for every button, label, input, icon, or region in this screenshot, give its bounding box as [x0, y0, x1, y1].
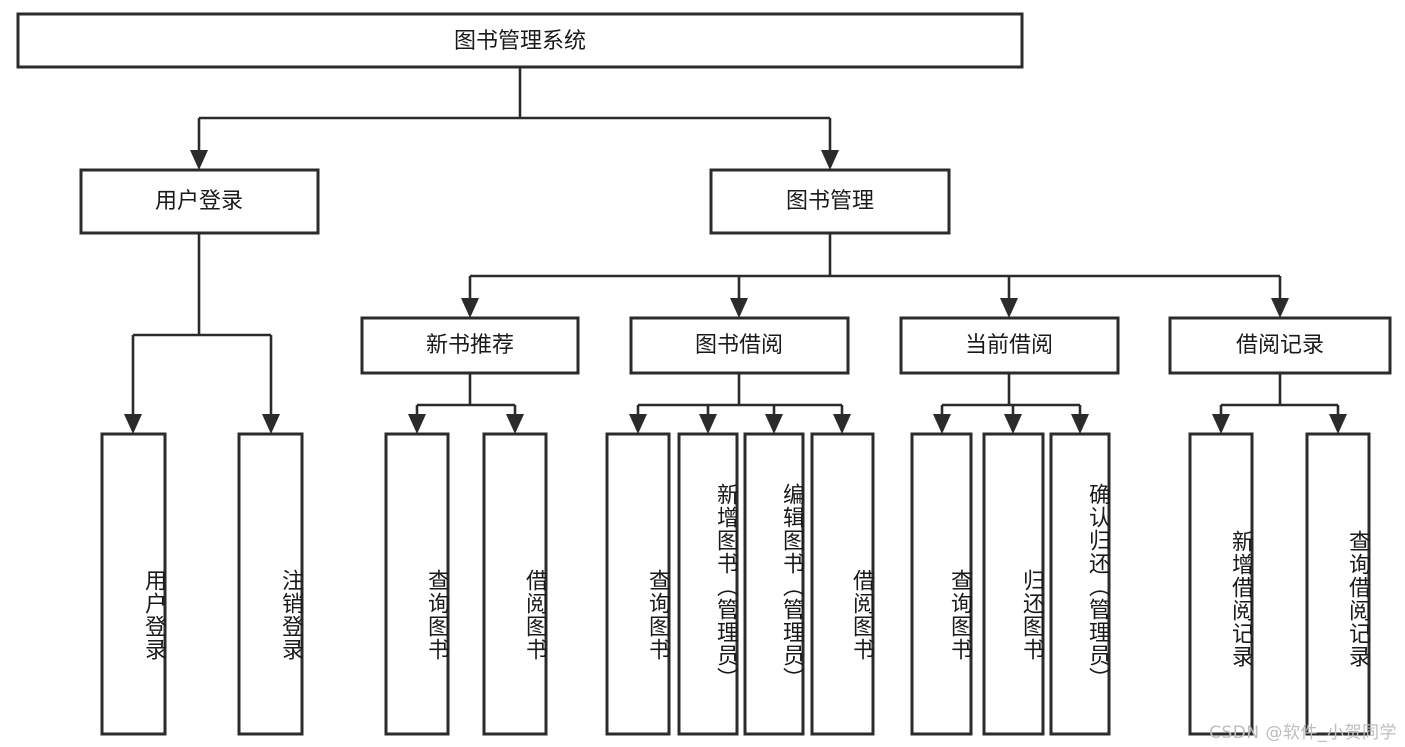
arrow-cb-leaf-3: [1071, 414, 1089, 434]
leaf-box-query-book-bb[interactable]: [605, 432, 671, 736]
arrow-bb-leaf-3: [765, 414, 783, 434]
arrow-to-book-mgmt: [821, 150, 839, 170]
node-layer: 图书管理系统 用户登录 图书管理 新书推荐 图书借阅 当前: [16, 12, 1392, 736]
node-root-system[interactable]: 图书管理系统: [16, 12, 1024, 69]
leaf-box-add-book-admin[interactable]: [677, 432, 739, 736]
node-new-book-recommend-label: 新书推荐: [426, 333, 514, 358]
node-user-login-box[interactable]: [79, 168, 320, 235]
node-book-management-box[interactable]: [709, 168, 951, 235]
arrow-nbr-leaf-1: [408, 414, 426, 434]
leaf-box-edit-book-admin[interactable]: [743, 432, 805, 736]
csdn-watermark: CSDN @软件_小贺同学: [1209, 723, 1397, 743]
leaf-box-user-login[interactable]: [100, 432, 167, 736]
leaf-box-borrow-book-nbr[interactable]: [482, 432, 548, 736]
arrow-cb-leaf-2: [1004, 414, 1022, 434]
node-current-borrow[interactable]: 当前借阅: [899, 316, 1120, 375]
node-new-book-recommend-box[interactable]: [360, 316, 580, 375]
arrow-borrow-record: [1271, 298, 1289, 318]
node-user-login[interactable]: 用户登录: [79, 168, 320, 235]
node-borrow-record[interactable]: 借阅记录: [1168, 316, 1392, 375]
node-book-borrow[interactable]: 图书借阅: [629, 316, 850, 375]
arrow-bb-leaf-2: [699, 414, 717, 434]
node-current-borrow-box[interactable]: [899, 316, 1120, 375]
arrow-br-leaf-1: [1212, 414, 1230, 434]
arrow-bb-leaf-4: [833, 414, 851, 434]
leaf-box-query-book-nbr[interactable]: [384, 432, 450, 736]
node-book-management-label: 图书管理: [786, 189, 874, 214]
connector-layer: [124, 67, 1347, 434]
arrow-leaf-user-login: [124, 414, 142, 434]
arrow-new-book-rec: [461, 298, 479, 318]
arrow-bb-leaf-1: [629, 414, 647, 434]
arrow-to-user-login: [190, 150, 208, 170]
node-book-borrow-label: 图书借阅: [695, 333, 783, 358]
leaf-box-query-book-cb[interactable]: [910, 432, 973, 736]
node-root-system-box[interactable]: [16, 12, 1024, 69]
arrow-br-leaf-2: [1329, 414, 1347, 434]
arrow-cb-leaf-1: [933, 414, 951, 434]
node-root-system-label: 图书管理系统: [454, 29, 586, 54]
arrow-book-borrow: [730, 298, 748, 318]
node-user-login-label: 用户登录: [155, 189, 243, 214]
leaf-box-add-borrow-record[interactable]: [1188, 432, 1254, 736]
arrow-leaf-logout: [262, 414, 280, 434]
node-borrow-record-box[interactable]: [1168, 316, 1392, 375]
node-borrow-record-label: 借阅记录: [1236, 333, 1324, 358]
leaf-box-logout[interactable]: [237, 432, 304, 736]
node-current-borrow-label: 当前借阅: [965, 333, 1053, 358]
arrow-nbr-leaf-2: [506, 414, 524, 434]
leaf-box-confirm-return-admin[interactable]: [1049, 432, 1111, 736]
node-book-borrow-box[interactable]: [629, 316, 850, 375]
leaf-box-query-borrow-record[interactable]: [1305, 432, 1371, 736]
arrow-current-borrow: [1000, 298, 1018, 318]
node-book-management[interactable]: 图书管理: [709, 168, 951, 235]
node-new-book-recommend[interactable]: 新书推荐: [360, 316, 580, 375]
leaf-box-borrow-book-bb[interactable]: [810, 432, 875, 736]
leaf-box-return-book[interactable]: [982, 432, 1045, 736]
